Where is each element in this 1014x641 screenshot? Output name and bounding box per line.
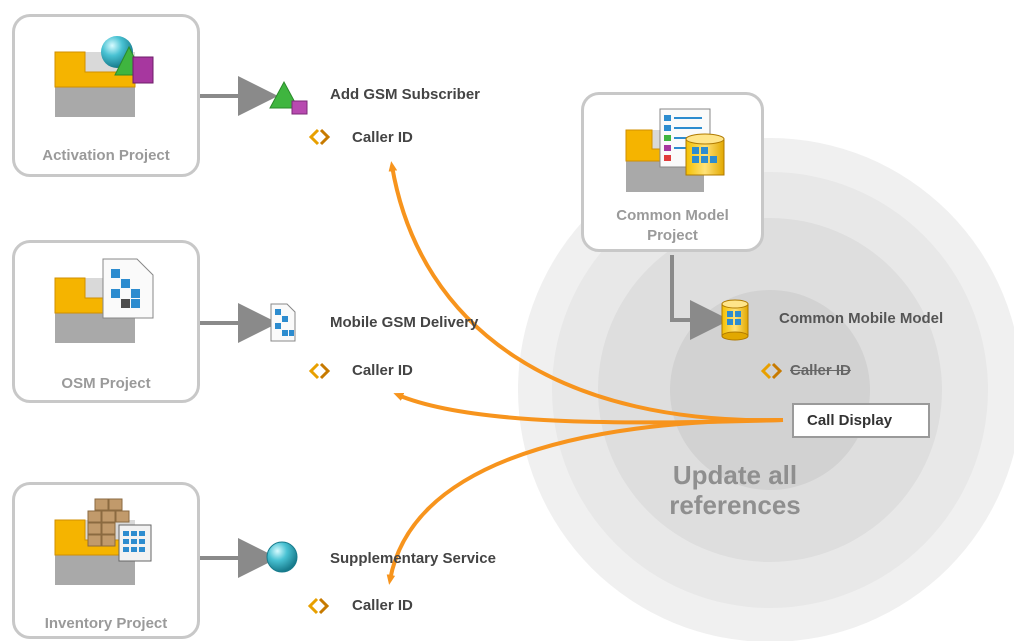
element-icon (308, 128, 331, 146)
common-model-project-icon (625, 108, 725, 192)
old-element-name: Caller ID (790, 362, 851, 379)
sphere-icon (266, 541, 298, 573)
entity-label-add-gsm[interactable]: Add GSM Subscriber (330, 86, 481, 103)
common-connector (670, 255, 730, 340)
update-arrow-add-gsm (392, 166, 784, 423)
osm-project-icon (54, 258, 154, 343)
renamed-element-box[interactable]: Call Display (792, 403, 930, 438)
project-label: Inventory Project (44, 615, 168, 632)
osm-project-box[interactable]: OSM Project (12, 240, 200, 403)
entity-label-supp[interactable]: Supplementary Service (330, 550, 496, 567)
data-model-icon (721, 299, 749, 341)
common-model-project-box[interactable]: Common Model Project (581, 92, 764, 252)
project-label: Activation Project (42, 147, 170, 164)
entity-label-mobile-gsm[interactable]: Mobile GSM Delivery (330, 314, 479, 331)
project-label: OSM Project (61, 375, 151, 392)
child-label-caller-id[interactable]: Caller ID (352, 597, 413, 614)
child-label-caller-id[interactable]: Caller ID (352, 129, 413, 146)
update-caption-line1: Update all (672, 460, 798, 490)
child-label-caller-id[interactable]: Caller ID (352, 362, 413, 379)
activation-project-box[interactable]: Activation Project (12, 14, 200, 177)
element-icon (760, 362, 783, 380)
common-project-label-line2: Project (647, 227, 698, 244)
inventory-project-icon (54, 498, 152, 585)
inventory-project-box[interactable]: Inventory Project (12, 482, 200, 639)
scope-ring-inner (670, 290, 870, 490)
element-icon (307, 597, 330, 615)
common-project-label-line1: Common Model (616, 207, 729, 224)
element-icon (308, 362, 331, 380)
update-caption-line2: references (669, 490, 801, 520)
common-mobile-model-label[interactable]: Common Mobile Model (779, 310, 944, 327)
new-element-name: Call Display (807, 412, 893, 429)
activation-project-icon (54, 36, 154, 117)
document-grid-icon (270, 303, 296, 342)
update-arrow-supp (390, 418, 784, 580)
triangle-square-icon (269, 80, 308, 115)
